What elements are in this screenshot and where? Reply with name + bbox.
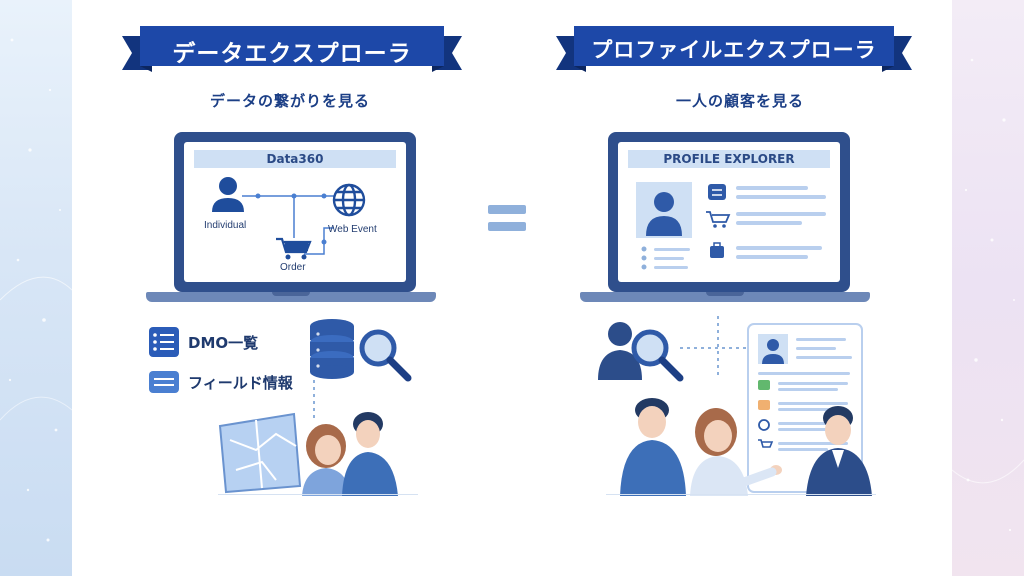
field-card-icon [149, 371, 179, 393]
banner-title: データエクスプローラ [172, 41, 412, 67]
laptop-screen: PROFILE EXPLORER [618, 142, 840, 282]
avatar-icon [646, 192, 682, 236]
laptop-screen: Data360 [184, 142, 406, 282]
node-individual: Individual [204, 220, 247, 231]
laptop: PROFILE EXPLORER [580, 132, 870, 308]
panel-subtitle: データの繋がりを見る [209, 92, 370, 110]
database-search-icon [310, 319, 412, 382]
data-graph [212, 177, 366, 260]
dmo-list-item: DMO一覧 [148, 326, 258, 358]
field-info-label: フィールド情報 [188, 373, 293, 392]
person-search-icon [598, 322, 684, 382]
people-group-illustration [620, 398, 872, 496]
laptop: Data360 [146, 132, 436, 308]
right-sparkle-strip [952, 0, 1024, 576]
globe-icon [332, 183, 366, 217]
checklist-icon [149, 327, 179, 357]
field-info-item: フィールド情報 [148, 370, 293, 394]
person-icon [212, 177, 244, 212]
panel-subtitle: 一人の顧客を見る [675, 92, 804, 110]
data-explorer-banner: データエクスプローラ [122, 22, 462, 76]
profile-explorer-banner: プロファイルエクスプローラ [556, 22, 912, 76]
equals-sign-bottom [488, 222, 526, 231]
node-web-event: Web Event [328, 224, 377, 235]
dmo-list-label: DMO一覧 [188, 333, 259, 352]
node-order: Order [280, 262, 306, 273]
cart-icon [706, 211, 731, 223]
cart-icon [276, 237, 312, 260]
data-explorer-panel: データエクスプローラ データの繋がりを見る Data360 [100, 0, 540, 576]
screen-title: Data360 [194, 150, 396, 168]
screen-title: PROFILE EXPLORER [628, 150, 830, 168]
equals-sign-top [488, 205, 526, 214]
left-sparkle-strip [0, 0, 72, 576]
couple-with-map-illustration [218, 412, 398, 496]
briefcase-icon [710, 246, 724, 258]
profile-explorer-panel: プロファイルエクスプローラ 一人の顧客を見る PROFILE EXPLORER [520, 0, 960, 576]
profile-card [636, 182, 826, 270]
banner-title: プロファイルエクスプローラ [591, 38, 877, 62]
